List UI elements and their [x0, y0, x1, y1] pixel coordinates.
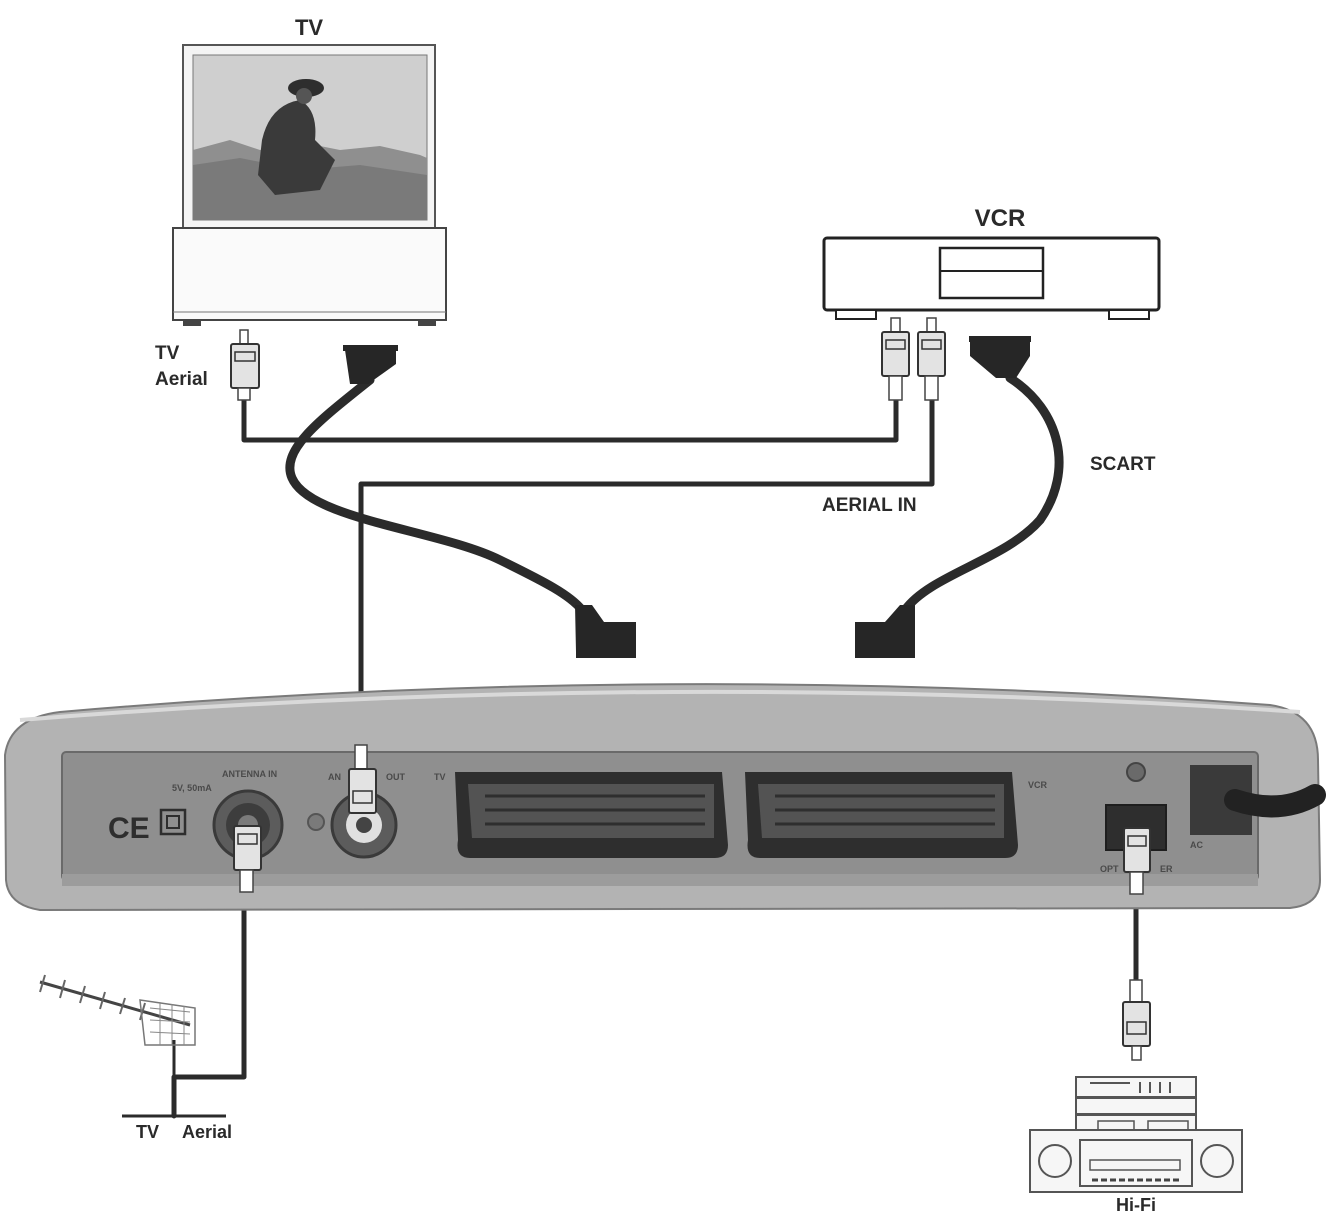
tv-device	[172, 44, 447, 326]
ce-mark-icon: CE	[108, 812, 150, 845]
vcr-scart-panel-label: VCR	[1028, 780, 1048, 790]
antenna-power-panel-label: 5V, 50mA	[172, 783, 212, 793]
aerial-in-cable	[358, 397, 935, 763]
vcr-aerial-in-plug	[917, 317, 946, 401]
ac-power-socket	[1190, 765, 1326, 835]
tv-scart-cable	[285, 375, 587, 615]
tv-label: TV	[295, 15, 323, 40]
double-insulation-icon	[159, 808, 187, 836]
scart-plug-receiver-vcr	[855, 605, 915, 658]
tv-aerial-cable	[241, 383, 899, 443]
tv-aerial-label-line2: Aerial	[155, 369, 208, 390]
antenna-icon	[39, 974, 226, 1118]
receiver-optical-plug	[1123, 827, 1151, 895]
scart-plug-vcr-top	[969, 336, 1031, 378]
scart-label: SCART	[1090, 454, 1156, 475]
aerial-out-panel-label-2: OUT	[386, 772, 406, 782]
optical-panel-label-2: ER	[1160, 864, 1173, 874]
screw-icon	[307, 813, 325, 831]
antenna-aerial-label: Aerial	[182, 1122, 232, 1142]
optical-panel-label-1: OPT	[1100, 864, 1119, 874]
tv-aerial-label-line1: TV	[155, 343, 180, 364]
antenna-tv-label: TV	[136, 1122, 159, 1142]
vcr-rf-out-plug	[881, 317, 910, 401]
tv-screen-image	[193, 79, 427, 220]
tv-scart-socket	[455, 772, 728, 858]
receiver-antenna-in-plug	[233, 825, 262, 893]
receiver-device: CE	[3, 683, 1326, 912]
aerial-out-panel-label-1: AN	[328, 772, 341, 782]
vcr-device	[822, 236, 1161, 320]
receiver-aerial-out-plug	[348, 744, 377, 814]
ac-panel-label: AC	[1190, 840, 1203, 850]
hifi-system-icon	[1029, 1076, 1243, 1193]
hifi-optical-plug	[1122, 979, 1151, 1061]
vcr-label: VCR	[975, 205, 1026, 232]
ground-screw-icon	[1126, 762, 1146, 782]
tv-scart-panel-label: TV	[434, 772, 446, 782]
antenna-in-panel-label: ANTENNA IN	[222, 769, 277, 779]
scart-plug-receiver-tv	[575, 605, 636, 658]
vcr-scart-cable	[900, 373, 1064, 615]
scart-plug-tv-top	[343, 345, 398, 384]
vcr-scart-socket	[745, 772, 1018, 858]
tv-aerial-plug	[230, 329, 260, 401]
aerial-in-label: AERIAL IN	[822, 495, 917, 516]
hifi-label: Hi-Fi	[1116, 1195, 1156, 1215]
